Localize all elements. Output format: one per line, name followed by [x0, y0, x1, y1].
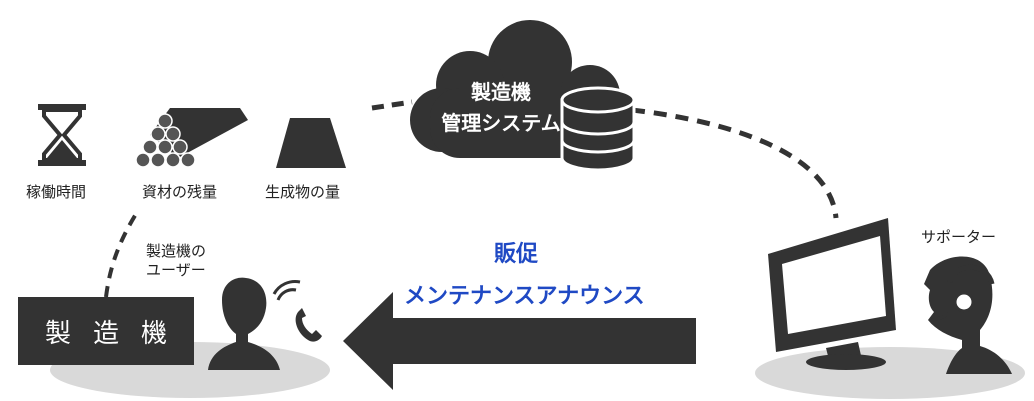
phone-icon: [272, 280, 322, 342]
materials-icon: [135, 108, 248, 168]
message-line1: 販促: [494, 242, 539, 267]
monitor-icon: [768, 218, 896, 370]
connector-cloud-supporter: [631, 107, 839, 219]
indicator-label-material-remaining: 資材の残量: [142, 183, 218, 201]
user-person-icon: [208, 277, 280, 370]
machine-box-label: 製造機: [44, 318, 189, 349]
connector-cloud-left: [371, 99, 413, 111]
user-label: 製造機の ユーザー: [146, 242, 206, 280]
indicator-label-operating-time: 稼働時間: [26, 183, 87, 201]
flow-arrow: [343, 292, 696, 390]
hourglass-icon: [38, 104, 86, 166]
connector-user-indicators: [104, 212, 138, 298]
output-icon: [276, 118, 346, 168]
indicator-label-output-amount: 生成物の量: [265, 183, 341, 201]
cloud-title-line1: 製造機: [471, 80, 531, 104]
supporter-headset-icon: [924, 256, 1012, 374]
database-icon: [560, 86, 636, 172]
supporter-label: サポーター: [921, 228, 997, 246]
user-label-line1: 製造機の: [146, 242, 207, 260]
cloud-title: 製造機 管理システム: [438, 76, 564, 136]
machine-box: 製造機: [18, 297, 194, 365]
message-line2: メンテナンスアナウンス: [404, 284, 645, 309]
cloud-title-line2: 管理システム: [441, 111, 561, 135]
user-label-line2: ユーザー: [146, 261, 206, 279]
